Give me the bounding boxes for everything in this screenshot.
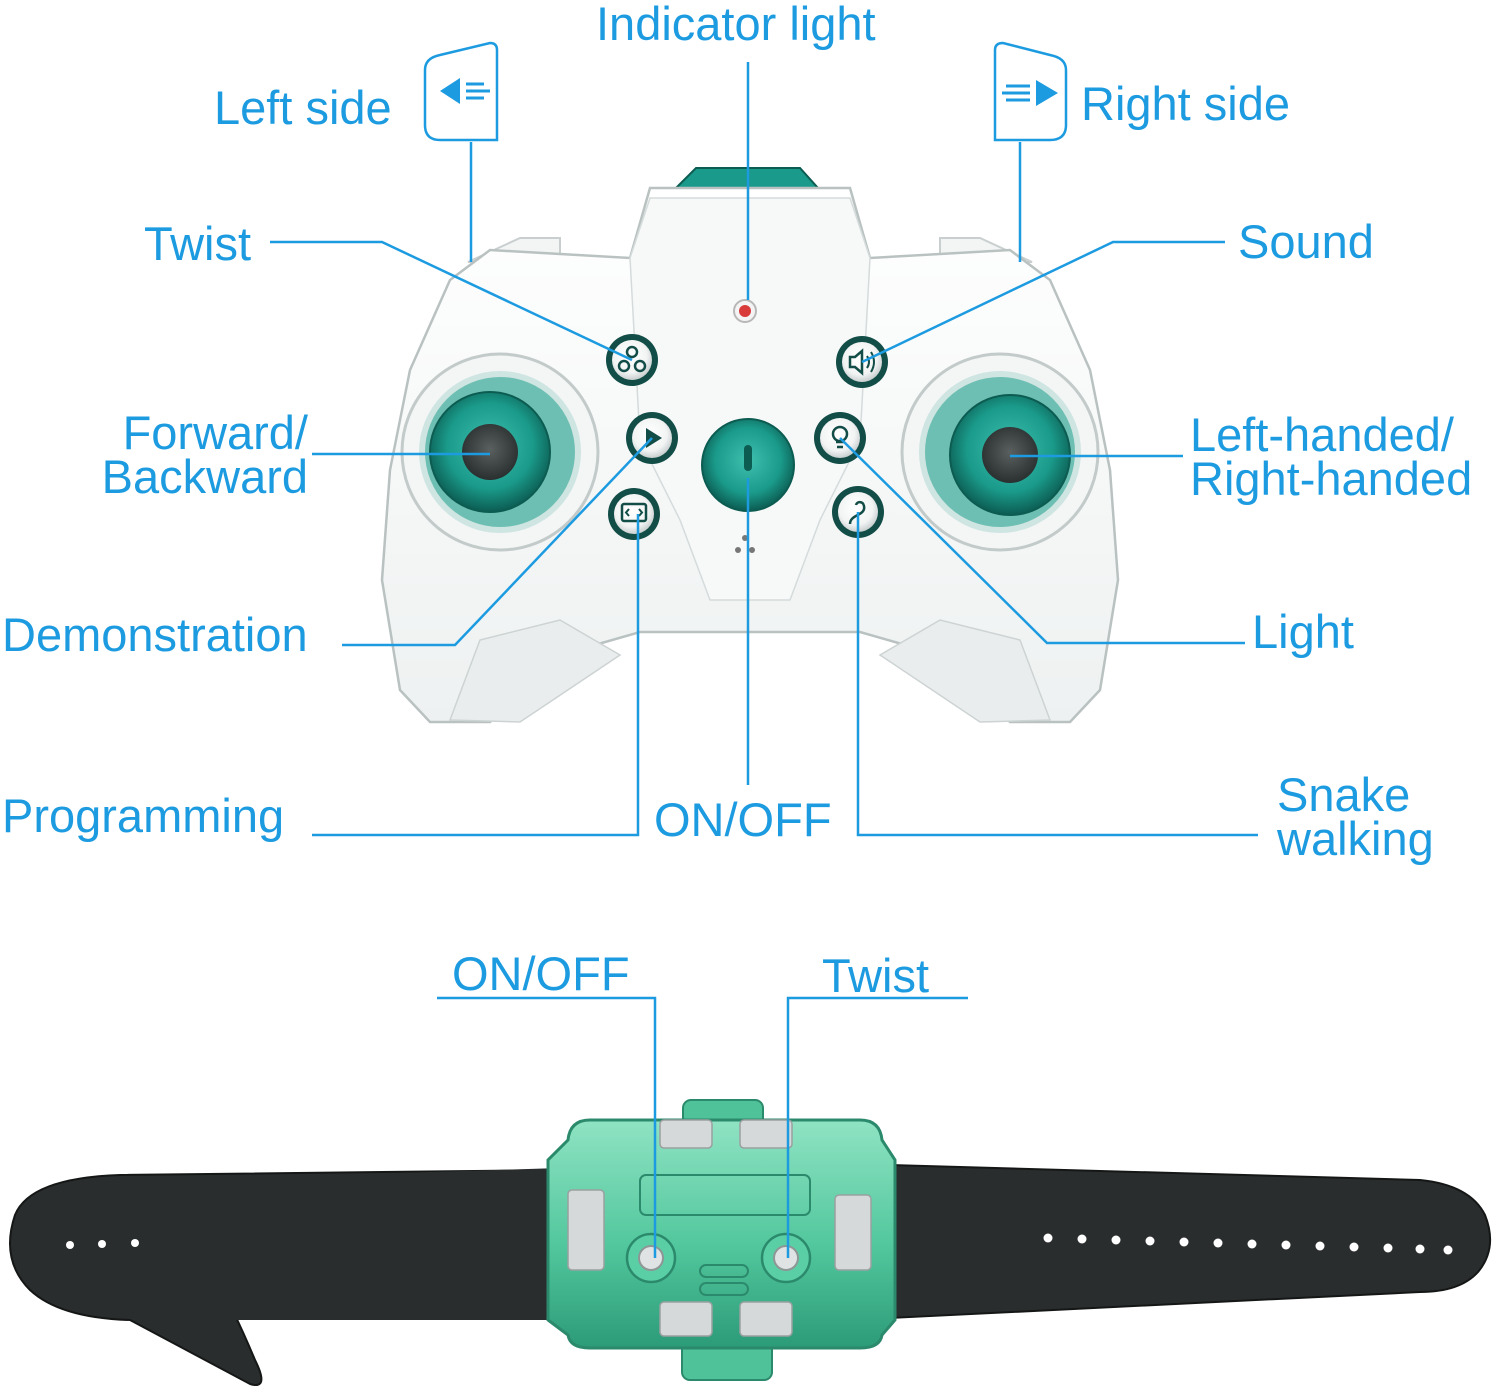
label-left-right-handed: Left-handed/ Right-handed — [1190, 408, 1473, 505]
label-watch-twist: Twist — [822, 949, 930, 1002]
watch-inner-panel — [639, 1174, 811, 1216]
speaker-hole — [749, 547, 755, 553]
speaker-hole — [735, 547, 741, 553]
power-switch-icon — [744, 445, 752, 471]
watch-strap-left-fill — [150, 1168, 560, 1320]
label-left-right-handed-line-2: Right-handed — [1190, 452, 1473, 505]
play-icon — [646, 428, 662, 448]
label-right-side: Right side — [1081, 77, 1290, 130]
strap-hole — [66, 1241, 74, 1249]
label-forward-backward: Forward/ Backward — [82, 406, 308, 503]
leader-sound — [861, 240, 1225, 364]
label-light: Light — [1252, 605, 1354, 658]
twist-icon — [617, 345, 647, 373]
strap-holes-right — [1043, 1233, 1453, 1255]
left-joystick-cap — [462, 424, 518, 480]
leader-twist — [270, 240, 633, 362]
leader-snake-walking — [856, 512, 1258, 837]
center-panel — [629, 197, 871, 601]
label-left-right-handed-line-1: Left-handed/ — [1190, 408, 1454, 461]
leader-watch-on-off — [437, 996, 657, 1258]
label-on-off: ON/OFF — [654, 793, 832, 846]
label-forward-backward-line-2: Backward — [101, 450, 308, 503]
arrow-left-icon — [440, 78, 490, 104]
label-snake-walking: Snake walking — [1277, 768, 1434, 865]
left-grip — [448, 619, 622, 723]
watch-side-clip — [567, 1189, 605, 1271]
label-forward-backward-line-1: Forward/ — [122, 406, 308, 459]
right-side-callout — [993, 41, 1068, 142]
label-snake-walking-line-2: walking — [1277, 812, 1434, 865]
speaker-hole — [742, 535, 748, 541]
leader-light — [839, 437, 1245, 645]
label-sound: Sound — [1238, 215, 1374, 268]
watch-strap-right — [889, 1163, 1492, 1320]
watch-slot — [699, 1264, 749, 1278]
label-indicator-light: Indicator light — [596, 0, 876, 50]
label-left-side: Left side — [214, 81, 392, 134]
watch-twist-button[interactable] — [760, 1232, 812, 1284]
strap-hole — [98, 1240, 106, 1248]
label-watch-on-off: ON/OFF — [452, 947, 630, 1000]
right-grip — [878, 619, 1052, 723]
watch-on-off-button[interactable] — [625, 1232, 677, 1284]
label-demonstration: Demonstration — [2, 608, 308, 661]
strap-hole — [131, 1239, 139, 1247]
leader-programming — [312, 514, 640, 837]
arrow-right-icon — [1002, 80, 1058, 106]
controller — [270, 41, 1258, 837]
leader-demonstration — [342, 437, 653, 647]
indicator-light-led — [739, 305, 751, 317]
code-icon — [620, 502, 648, 523]
snake-path-icon — [848, 500, 866, 525]
speaker-icon — [848, 348, 875, 376]
label-snake-walking-line-1: Snake — [1277, 768, 1411, 821]
watch — [9, 996, 1492, 1386]
label-twist: Twist — [144, 217, 252, 270]
leader-watch-twist — [786, 996, 968, 1258]
watch-side-clip — [834, 1194, 872, 1271]
programming-button[interactable] — [608, 488, 660, 540]
left-side-callout — [423, 41, 499, 142]
watch-clip — [739, 1301, 793, 1337]
watch-clip — [659, 1119, 713, 1149]
label-programming: Programming — [2, 789, 285, 842]
watch-clip — [659, 1301, 713, 1337]
watch-slot — [699, 1282, 749, 1296]
leader-lines — [270, 62, 1258, 837]
watch-clip — [739, 1119, 793, 1149]
